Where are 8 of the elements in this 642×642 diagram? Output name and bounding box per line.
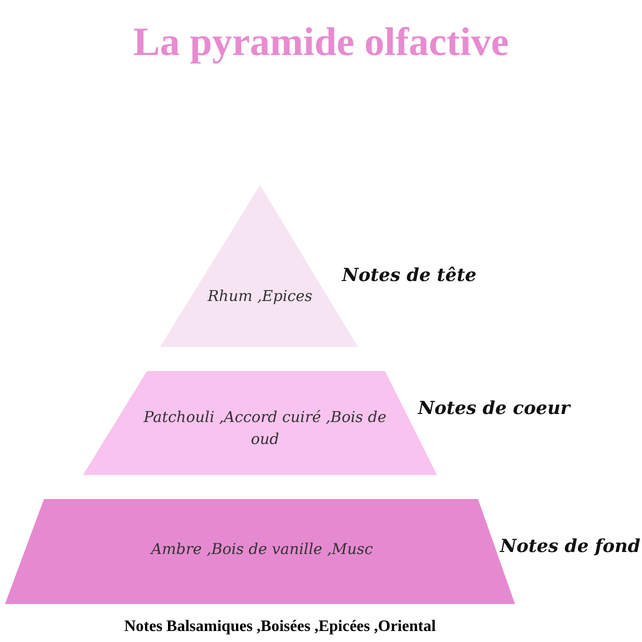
section-text: Ambre ,Bois de vanille ,Musc — [149, 539, 374, 560]
tier-label: Notes de tête — [342, 265, 476, 286]
heading: La pyramide olfactive — [132, 18, 510, 65]
tier-label: Notes de coeur — [418, 398, 570, 419]
tier-label: Notes de fond — [500, 536, 640, 557]
section-text: Patchouli ,Accord cuiré ,Bois de oud — [142, 407, 388, 450]
footer-note: Notes Balsamiques ,Boisées ,Epicées ,Oriental — [123, 618, 437, 636]
section-text: Rhum ,Epices — [206, 286, 314, 307]
